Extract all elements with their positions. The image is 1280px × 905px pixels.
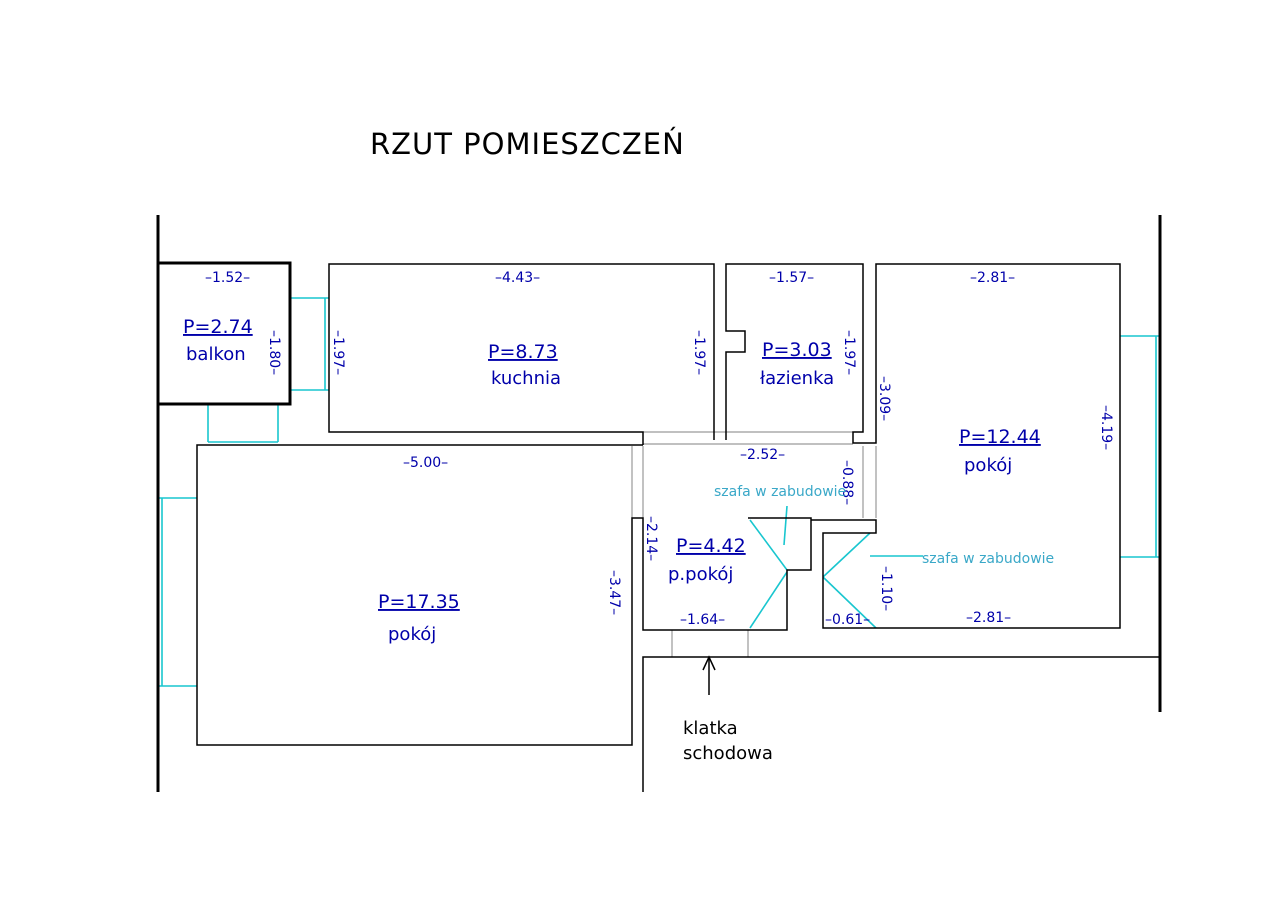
dim-balkon-width: –1.52– — [205, 270, 250, 286]
note-wardrobe-hall: szafa w zabudowie — [714, 484, 846, 500]
przedpokoj-name: p.pokój — [668, 564, 733, 585]
lazienka-name: łazienka — [760, 368, 834, 389]
notes: szafa w zabudowie szafa w zabudowie — [714, 484, 1054, 567]
walls — [156, 215, 1162, 792]
dim-closet-depth: –1.10– — [878, 566, 894, 611]
dim-closet-width: –0.61– — [825, 612, 870, 628]
dim-kuchnia-width: –4.43– — [495, 270, 540, 286]
balkon-name: balkon — [186, 344, 246, 365]
dim-lazienka-width: –1.57– — [769, 270, 814, 286]
hall-thin-lines — [631, 431, 877, 657]
plan-title: RZUT POMIESZCZEŃ — [370, 127, 685, 161]
kuchnia-name: kuchnia — [491, 368, 561, 389]
lazienka-area: P=3.03 — [762, 339, 832, 361]
pokoj-right-name: pokój — [964, 455, 1012, 476]
dim-lazienka-right: –1.97– — [841, 330, 857, 375]
dim-pokoj-right-top: –2.81– — [970, 270, 1015, 286]
dim-kuchnia-right: –1.97– — [691, 330, 707, 375]
dim-pokoj-right-bottom: –2.81– — [966, 610, 1011, 626]
przedpokoj-area: P=4.42 — [676, 535, 746, 557]
dim-hall-top: –2.52– — [740, 447, 785, 463]
pokoj-left-area: P=17.35 — [378, 591, 460, 613]
dim-hall-right: –0.88– — [839, 460, 855, 505]
dim-pokoj-left-top: –5.00– — [403, 455, 448, 471]
dim-pokoj-right-right: –4.19– — [1098, 405, 1114, 450]
dim-hall-left: –2.14– — [643, 516, 659, 561]
dim-balkon-depth: –1.80– — [266, 330, 282, 375]
dimension-labels: –1.52– –4.43– –1.57– –2.81– –5.00– –2.52… — [205, 270, 1114, 628]
staircase-line1: klatka — [683, 718, 738, 739]
balkon-area: P=2.74 — [183, 316, 253, 338]
windows — [158, 297, 1160, 687]
room-labels: P=2.74 balkon P=8.73 kuchnia P=3.03 łazi… — [183, 316, 1041, 645]
dim-hall-bottom: –1.64– — [680, 612, 725, 628]
dim-pokoj-left-right: –3.47– — [606, 570, 622, 615]
pokoj-left-name: pokój — [388, 624, 436, 645]
staircase-line2: schodowa — [683, 743, 773, 764]
kuchnia-area: P=8.73 — [488, 341, 558, 363]
dim-pokoj-right-left: –3.09– — [876, 376, 892, 421]
note-wardrobe-room: szafa w zabudowie — [922, 551, 1054, 567]
pokoj-right-area: P=12.44 — [959, 426, 1041, 448]
dim-kuchnia-left: –1.97– — [330, 330, 346, 375]
